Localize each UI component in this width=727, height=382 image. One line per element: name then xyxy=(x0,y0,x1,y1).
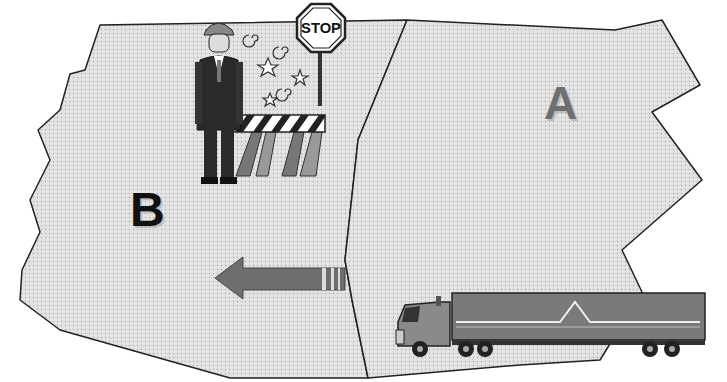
barricade xyxy=(230,115,325,176)
official-figure xyxy=(195,23,243,184)
stop-sign xyxy=(297,4,345,106)
region-letter: A xyxy=(544,80,577,126)
semi-truck xyxy=(396,293,705,357)
dizzy-symbols xyxy=(243,35,308,106)
sign-text: STOP xyxy=(301,21,341,36)
region-letter: B xyxy=(130,186,165,234)
region-shape xyxy=(20,20,407,378)
direction-arrow xyxy=(215,257,345,299)
